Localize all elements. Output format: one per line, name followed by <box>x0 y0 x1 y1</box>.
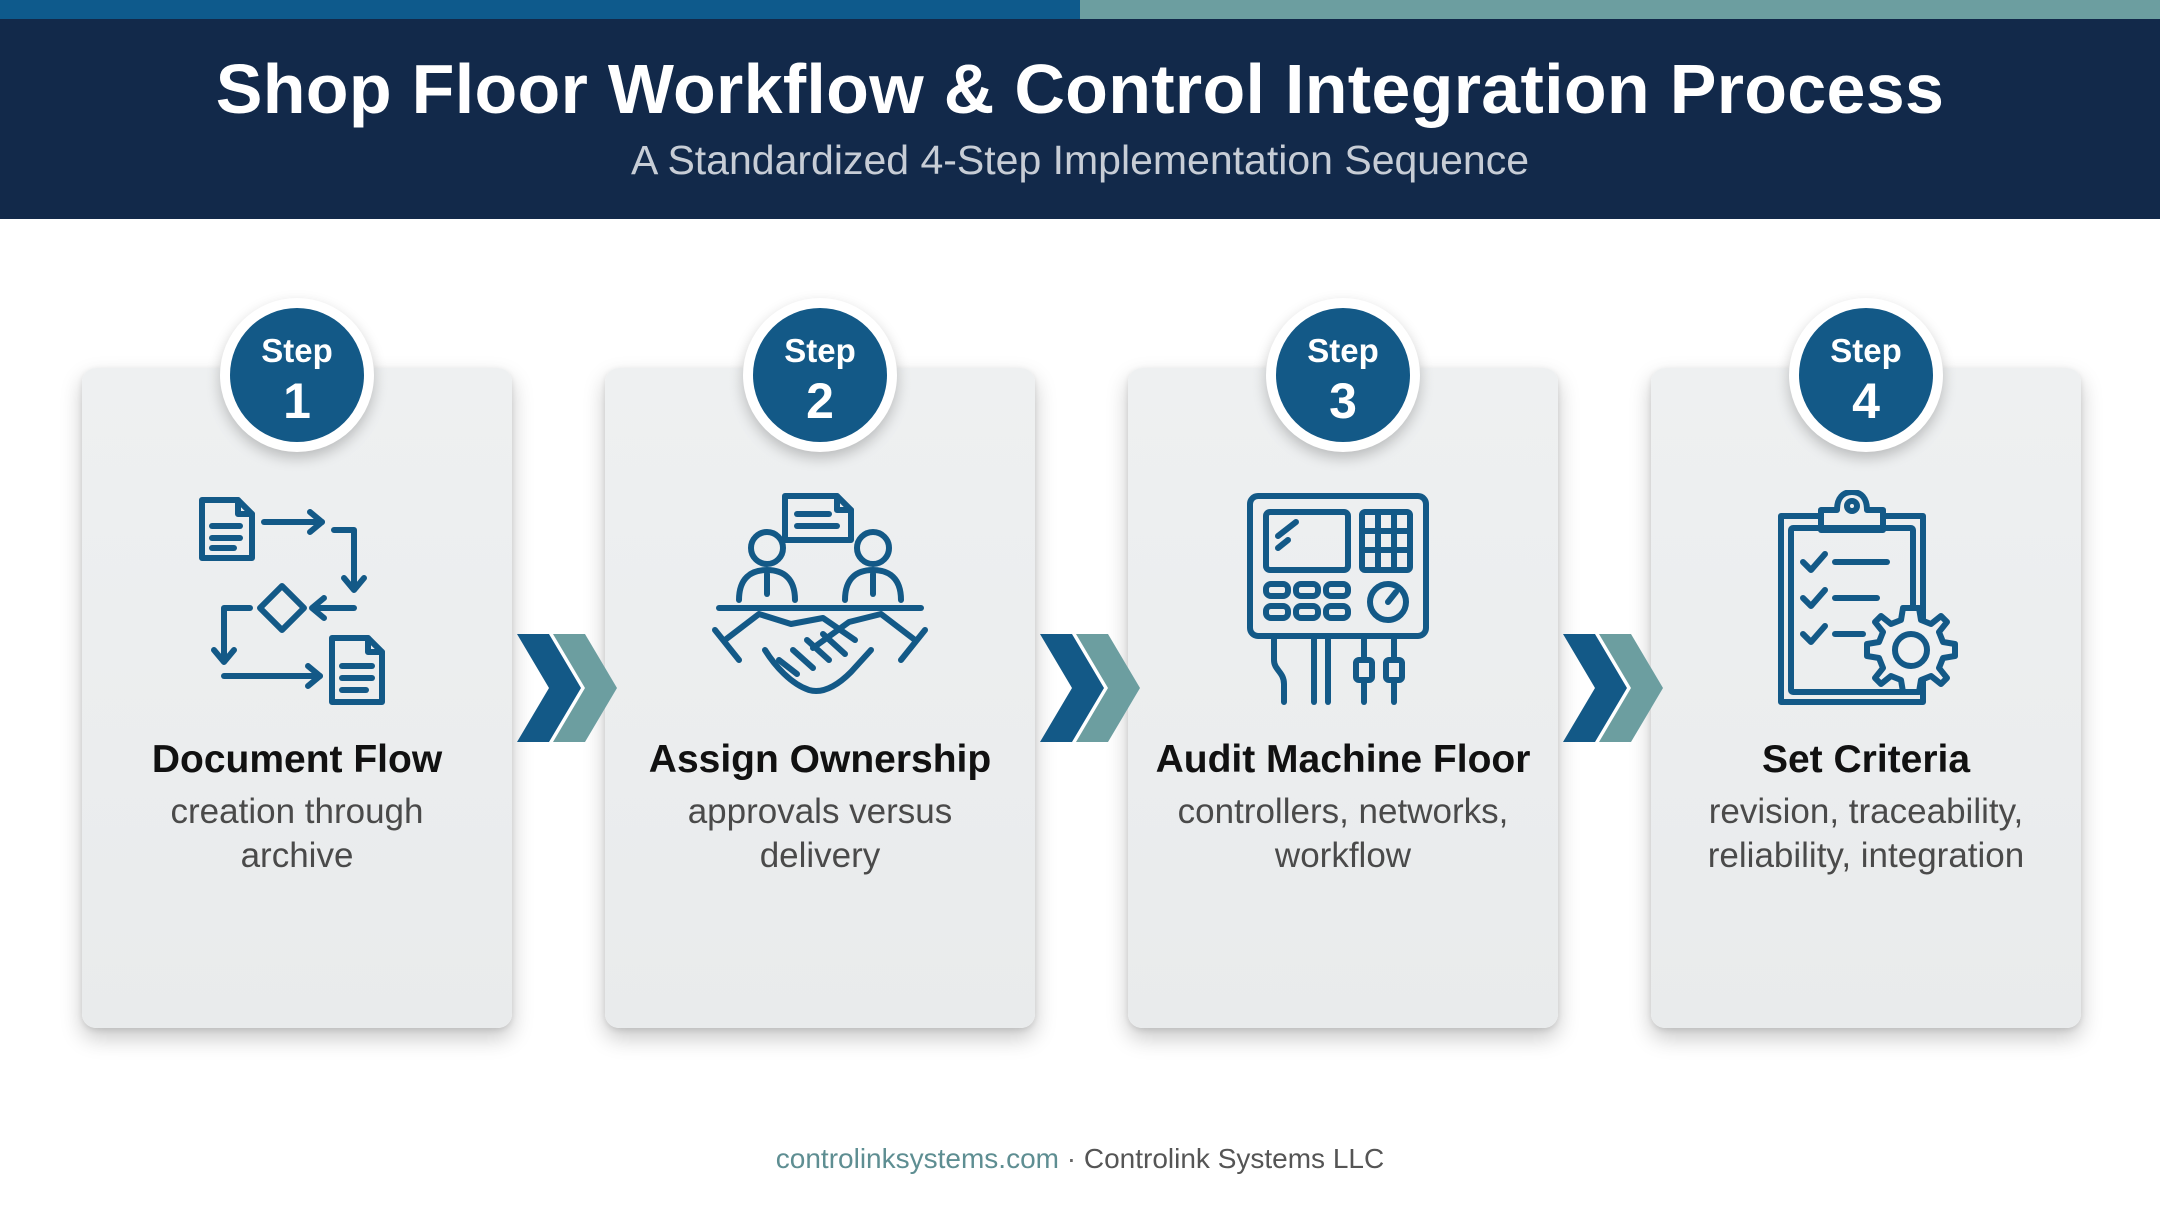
footer-separator: · <box>1058 1143 1084 1174</box>
step-description: approvals versus delivery <box>625 790 1015 878</box>
accent-bar-blue <box>0 0 1080 19</box>
step-number: 4 <box>1852 373 1880 429</box>
step-desc-line: revision, traceability, <box>1708 792 2024 831</box>
step-title: Audit Machine Floor <box>1155 738 1531 781</box>
step-card-2: Assign Ownership approvals versus delive… <box>605 368 1035 1028</box>
top-accent-bar <box>0 0 2160 19</box>
footer-url[interactable]: controlinksystems.com <box>775 1143 1059 1174</box>
step-title: Set Criteria <box>1761 738 1971 781</box>
document-flow-icon <box>182 490 412 720</box>
step-card-1: Document Flow creation through archive <box>82 368 512 1028</box>
step-desc-line: delivery <box>759 836 881 875</box>
step-label: Step <box>1830 332 1902 369</box>
header-banner: Shop Floor Workflow & Control Integratio… <box>0 19 2160 219</box>
step-card-4: Set Criteria revision, traceability, rel… <box>1651 368 2081 1028</box>
step-desc-line: controllers, networks, <box>1177 792 1509 831</box>
step-description: revision, traceability, reliability, int… <box>1671 790 2061 878</box>
page-subtitle: A Standardized 4-Step Implementation Seq… <box>630 137 1530 183</box>
step-badge-1: Step 1 <box>220 298 374 452</box>
chevron-right-icon <box>517 634 617 742</box>
chevron-right-icon <box>1040 634 1140 742</box>
step-number: 3 <box>1329 373 1357 429</box>
step-badge-3: Step 3 <box>1266 298 1420 452</box>
step-number: 1 <box>283 373 311 429</box>
step-title: Assign Ownership <box>648 738 992 781</box>
step-desc-line: workflow <box>1274 836 1412 875</box>
step-number: 2 <box>806 373 834 429</box>
control-panel-icon <box>1228 490 1458 720</box>
page-title: Shop Floor Workflow & Control Integratio… <box>215 50 1945 128</box>
footer-company: Controlink Systems LLC <box>1083 1143 1385 1174</box>
accent-bar-teal <box>1080 0 2160 19</box>
step-description: controllers, networks, workflow <box>1148 790 1538 878</box>
step-desc-line: reliability, integration <box>1707 836 2025 875</box>
step-desc-line: archive <box>240 836 354 875</box>
step-badge-4: Step 4 <box>1789 298 1943 452</box>
handshake-icon <box>705 490 935 720</box>
step-label: Step <box>784 332 856 369</box>
step-badge-2: Step 2 <box>743 298 897 452</box>
step-label: Step <box>261 332 333 369</box>
step-desc-line: approvals versus <box>687 792 953 831</box>
step-card-3: Audit Machine Floor controllers, network… <box>1128 368 1558 1028</box>
step-desc-line: creation through <box>170 792 424 831</box>
clipboard-gear-icon <box>1751 489 1981 720</box>
step-label: Step <box>1307 332 1379 369</box>
chevron-right-icon <box>1563 634 1663 742</box>
step-title: Document Flow <box>151 738 443 781</box>
step-description: creation through archive <box>102 790 492 878</box>
footer: controlinksystems.com · Controlink Syste… <box>0 1143 2160 1175</box>
